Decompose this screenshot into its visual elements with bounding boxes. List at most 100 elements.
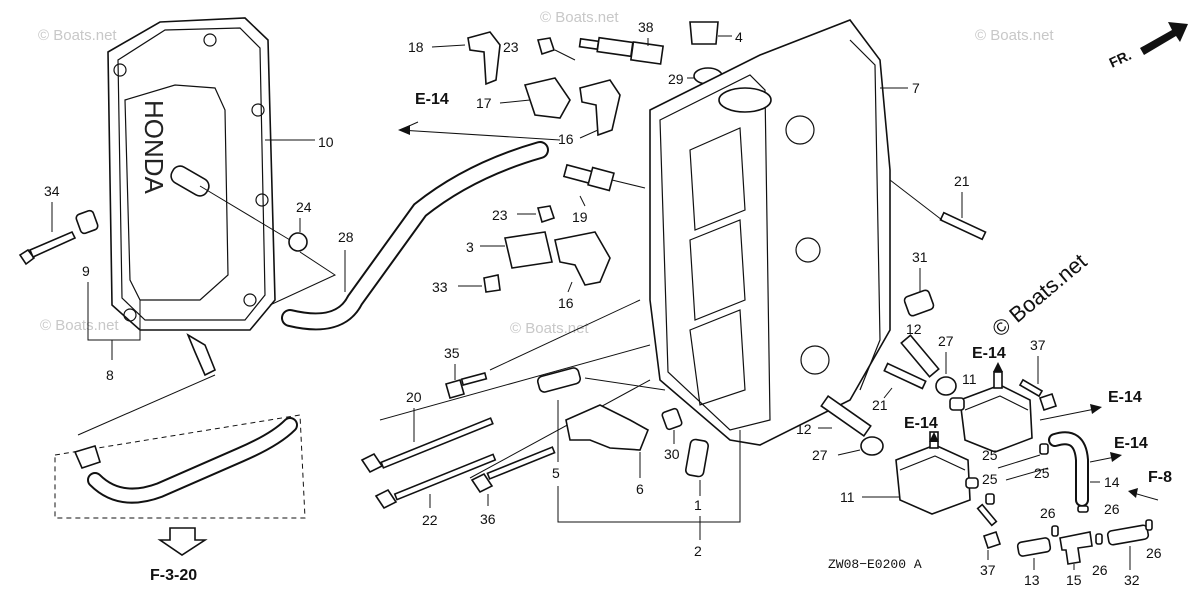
section-ref: E-14 [415, 91, 449, 108]
inset-frame [54, 414, 306, 519]
watermark-large: © Boats.net [987, 249, 1091, 342]
bolt-36 [470, 446, 556, 494]
fitting-13 [1016, 537, 1052, 557]
plug-4 [689, 21, 719, 45]
tube-5 [536, 367, 582, 393]
callout: 26 [1040, 505, 1056, 521]
callout: 16 [558, 295, 574, 311]
section-ref: E-14 [904, 415, 938, 432]
callout: 12 [796, 421, 812, 437]
section-ref: E-14 [1114, 435, 1148, 452]
section-ref: E-14 [1108, 389, 1142, 406]
callout: 36 [480, 511, 496, 527]
callout: 33 [432, 279, 448, 295]
callout: 35 [444, 345, 460, 361]
callout: 37 [1030, 337, 1046, 353]
callout: 26 [1092, 562, 1108, 578]
bolt-23 [536, 37, 556, 56]
watermark: © Boats.net [975, 27, 1054, 44]
bracket-17 [523, 77, 571, 119]
cover-brand: HONDA [139, 100, 169, 195]
callout: 28 [338, 229, 354, 245]
callout: 5 [552, 465, 560, 481]
section-ref: F-8 [1148, 469, 1172, 486]
callout: 2 [694, 543, 702, 559]
clamp-16 [579, 79, 621, 137]
callout: 27 [812, 447, 828, 463]
callout: 31 [912, 249, 928, 265]
callout: 8 [106, 367, 114, 383]
watermark: © Boats.net [40, 317, 119, 334]
spark-plug-38 [578, 36, 665, 65]
callout: 34 [44, 183, 60, 199]
callout: 14 [1104, 474, 1120, 490]
callout: 32 [1124, 572, 1140, 588]
dowel-31 [903, 289, 935, 317]
callout: 10 [318, 134, 334, 150]
callout: 21 [872, 397, 888, 413]
watermark: © Boats.net [510, 320, 589, 337]
inset-hose [87, 417, 298, 504]
callout: 25 [982, 471, 998, 487]
callout: 16 [558, 131, 574, 147]
callout: 22 [422, 512, 438, 528]
front-indicator: FR. [1107, 47, 1134, 71]
callout: 19 [572, 209, 588, 225]
front-arrow-icon [1140, 22, 1188, 55]
callout: 12 [906, 321, 922, 337]
bolt-22 [374, 453, 497, 510]
bolt-34 [18, 230, 77, 266]
head-cover: HONDA [107, 17, 276, 377]
callout: 23 [503, 39, 519, 55]
callout: 37 [980, 562, 996, 578]
fuel-pump-upper [949, 371, 1033, 453]
sleeve-1 [685, 438, 709, 478]
callout: 27 [938, 333, 954, 349]
tee-fitting-15 [1059, 531, 1093, 565]
callout: 23 [492, 207, 508, 223]
section-ref: F-3-20 [150, 567, 197, 584]
callout: 21 [954, 173, 970, 189]
drawing-code: ZW08−E0200 A [828, 557, 922, 572]
callout: 18 [408, 39, 424, 55]
cylinder-head [649, 19, 891, 446]
fitting-32 [1106, 524, 1150, 546]
fitting-6 [565, 404, 650, 451]
callout: 15 [1066, 572, 1082, 588]
callout: 4 [735, 29, 743, 45]
callout: 6 [636, 481, 644, 497]
callout: 13 [1024, 572, 1040, 588]
callout: 25 [1034, 465, 1050, 481]
callout: 26 [1146, 545, 1162, 561]
callout: 20 [406, 389, 422, 405]
callout: 30 [664, 446, 680, 462]
callout: 26 [1104, 501, 1120, 517]
watermark: © Boats.net [540, 9, 619, 26]
watermark: © Boats.net [38, 27, 117, 44]
breather-tube [281, 141, 549, 331]
bolt-20 [360, 417, 494, 474]
callout: 1 [694, 497, 702, 513]
stud-21 [939, 211, 987, 241]
arrow-down-icon [157, 527, 208, 556]
callout: 3 [466, 239, 474, 255]
pin-12 [900, 334, 940, 378]
callout: 29 [668, 71, 684, 87]
grommet-24 [288, 232, 308, 252]
bracket-18 [467, 31, 501, 86]
sensor-19 [562, 163, 615, 192]
callout: 7 [912, 80, 920, 96]
section-ref: E-14 [972, 345, 1006, 362]
fuel-pump-lower [895, 431, 979, 515]
callout: 24 [296, 199, 312, 215]
callout: 9 [82, 263, 90, 279]
o-ring-27 [935, 376, 957, 396]
callout: 25 [982, 447, 998, 463]
callout: 11 [840, 489, 855, 505]
collar-9 [75, 209, 99, 235]
plate-3 [504, 231, 553, 269]
callout: 38 [638, 19, 654, 35]
callout: 17 [476, 95, 492, 111]
